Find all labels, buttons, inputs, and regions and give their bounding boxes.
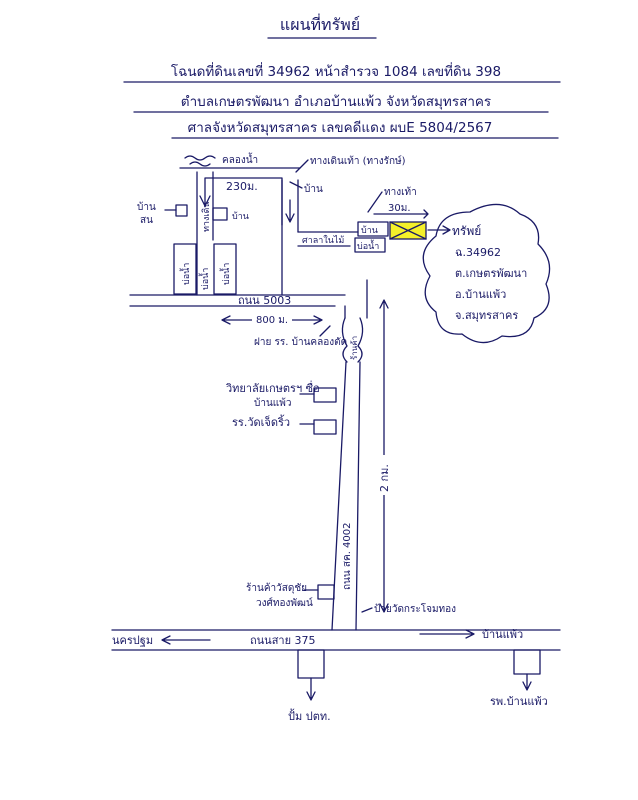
distance-800m-text: 800 ม. [256,315,288,326]
property-parcel-cross [389,221,427,240]
house-top-label: บ้าน [304,183,323,195]
road-375-label: ถนนสาย 375 [250,634,316,647]
distance-30m-arrow [373,209,429,219]
property-district: อ.บ้านแพ้ว [455,288,506,301]
pond-1-label: บ่อน้ำ [179,263,192,285]
school-watcherd-label: รร.วัดเจ็ดริ้ว [232,414,290,429]
lane-arrow [285,199,295,223]
bridge-left [341,317,348,363]
gas-station-pointer [306,677,316,701]
road-4002-right [355,361,361,631]
property-pointer-arrow [427,225,451,235]
ban-phaeo-arrow [419,629,475,639]
house-right-box [357,221,389,237]
property-bubble [422,203,551,344]
walkway-top-arrow [295,159,309,173]
deed-info-line: โฉนดที่ดินเลขที่ 34962 หน้าสำรวจ 1084 เล… [171,62,501,80]
walkway-vertical-label: ทางเดิน [201,202,212,232]
nakhon-pathom-label: นครปฐม [112,634,153,647]
property-title: ทรัพย์ [452,224,481,238]
temple-sign-arrow [361,607,373,613]
shop-sublabel: วงศ์ทองพัฒน์ [256,597,313,609]
gas-station-label: ปั้ม ปตท. [288,708,331,723]
house-left-sublabel: สน [140,215,153,226]
ban-phaeo-label: บ้านแพ้ว [482,628,523,641]
walkway-lower-pointer [367,191,383,213]
distance-230m: 230ม. [226,180,258,193]
pond-3-label: บ่อน้ำ [219,263,232,285]
walkway-lower-label: ทางเท้า [384,186,417,198]
bridge-right [357,317,364,363]
pond-right-box [354,237,386,253]
school-banklongtoei-pointer [319,325,331,337]
gas-station-building [297,649,325,679]
pond-2-label: บ่อน้ำ [198,268,211,290]
school-watcherd-building [313,419,337,435]
house-top-pointer [289,181,303,189]
property-subdistrict: ต.เกษตรพัฒนา [455,267,527,280]
canal-label: คลองน้ำ [222,152,258,166]
house-mid-box [212,207,228,221]
nakhon-pathom-arrow [161,635,211,645]
hospital-label: รพ.บ้านแพ้ว [490,695,548,708]
shop-label: ร้านค้าวัสดุชัย [246,582,307,594]
property-province: จ.สมุทรสาคร [455,309,518,322]
location-info-line: ตำบลเกษตรพัฒนา อำเภอบ้านแพ้ว จังหวัดสมุท… [181,94,491,110]
court-info-line: ศาลจังหวัดสมุทรสาคร เลขคดีแดง ผบE 5804/2… [188,120,493,136]
school-banklongtoei-label: ฝาย รร. บ้านคลองตัด [254,336,347,348]
college-building [313,387,337,403]
shop-building [317,584,335,600]
pond-1-box [173,243,197,295]
road-5003-label: ถนน 5003 [238,294,291,307]
pond-right-label: บ่อน้ำ [357,239,379,252]
pond-3-box [213,243,237,295]
canal-waves [184,155,216,167]
walkway-top-label: ทางเดินเท้า (ทางรักษ์) [310,155,406,167]
property-deed: ฉ.34962 [455,246,501,259]
distance-2km: 2 กม. [378,464,391,492]
college-sublabel: บ้านแพ้ว [254,397,291,409]
distance-2km-bg [378,455,392,495]
canal-side-label: ร้านค้า [350,336,359,360]
hospital-pointer [522,673,532,691]
map-title: แผนที่ทรัพย์ [280,13,360,34]
road-4002-label: ถนน สค. 4002 [342,522,353,590]
hospital-building [513,649,541,675]
house-left-label: บ้าน [137,201,156,213]
distance-800m-bg [252,313,292,325]
house-left-box [175,204,188,217]
route-230m-arrow [199,195,211,207]
distance-30m: 30ม. [388,203,411,214]
house-mid-label: บ้าน [232,211,249,222]
temple-sign-label: ป้ายวัดกระโจมทอง [374,602,456,615]
house-right-label: บ้าน [361,225,378,236]
temple-gate-label: ศาลาในไม้ [302,235,344,246]
college-label: วิทยาลัยเกษตรฯ ซื่อ [225,380,320,395]
